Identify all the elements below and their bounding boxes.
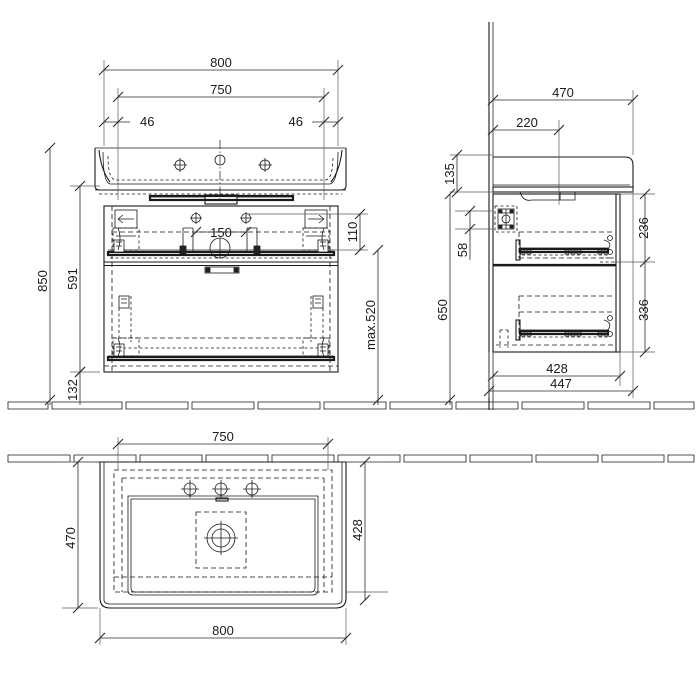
front-siphon-cutouts [179,227,261,259]
dim-label-428-side: 428 [546,361,568,376]
dim-label-800: 800 [210,55,232,70]
side-wall-bracket [494,205,518,233]
side-upper-runner [600,235,616,263]
front-tap-holes [173,140,272,200]
dim-front-132: 132 [65,366,86,405]
side-elevation-view: 470 220 135 58 [435,22,655,410]
plan-drain [195,511,247,569]
dim-label-236: 236 [636,217,651,239]
dim-front-150: 150 [190,225,252,240]
dim-label-135: 135 [442,163,457,185]
dim-front-110: 110 [246,208,368,256]
dim-front-850: 850 [35,142,56,406]
side-cabinet-body [492,193,621,353]
front-lower-drawer-front-mark [204,266,240,274]
front-lower-runner-right [302,295,330,357]
plan-tap-holes [181,480,261,498]
dim-label-800-plan: 800 [212,623,234,638]
dim-side-135: 135 [442,149,492,198]
dim-label-750: 750 [210,82,232,97]
dim-label-650: 650 [435,299,450,321]
side-lower-runner [603,315,613,337]
dim-label-220: 220 [516,115,538,130]
dim-label-150: 150 [210,225,232,240]
dim-side-470: 470 [487,85,639,155]
dim-label-850: 850 [35,270,50,292]
dim-front-750: 750 [112,82,330,200]
dim-label-470-side: 470 [552,85,574,100]
dim-side-220: 220 [487,115,565,205]
front-lower-drawer [106,266,336,362]
plan-bowl [127,495,319,596]
front-upper-runner-right [302,209,330,253]
front-cabinet-body [103,205,339,373]
dim-front-46-left: 46 [98,114,154,129]
dim-label-591: 591 [65,268,80,290]
dim-label-447: 447 [550,376,572,391]
dim-plan-750: 750 [112,429,334,470]
side-upper-drawer [515,231,616,263]
dim-label-428-plan: 428 [350,519,365,541]
front-upper-runner-left [112,209,140,253]
dim-plan-470: 470 [62,456,98,614]
dim-plan-428: 428 [346,456,388,606]
dim-front-46-right: 46 [289,114,344,129]
front-waste-plate [148,194,295,205]
plan-basin-outline [99,461,347,609]
plan-view: 750 800 470 428 [62,429,388,645]
dim-front-max520: max.520 [363,244,384,406]
dim-label-750-plan: 750 [212,429,234,444]
dim-label-110: 110 [345,222,360,243]
front-lower-runner-left [112,295,140,357]
dim-side-336: 336 [620,262,655,358]
dim-side-650: 650 [435,188,456,406]
dim-plan-800: 800 [94,608,352,645]
dim-label-470-plan: 470 [63,527,78,549]
dim-label-46-right: 46 [289,114,303,129]
side-lower-drawer [496,295,616,348]
front-upper-drawer [106,209,336,259]
dim-front-591: 591 [65,180,100,378]
plan-cabinet-dashed [113,469,333,593]
dim-label-46-left: 46 [140,114,154,129]
dim-label-132: 132 [65,379,80,401]
dim-side-236: 236 [614,188,655,268]
dim-side-428: 428 [487,352,626,386]
dim-label-max520: max.520 [363,300,378,350]
dim-label-336: 336 [636,299,651,321]
floor-line-upper [7,401,695,410]
dim-label-58: 58 [455,243,470,257]
front-elevation-view: 800 750 46 46 [35,55,384,406]
dim-front-800: 800 [98,55,344,146]
dim-side-447: 447 [483,190,639,398]
dim-side-58: 58 [455,205,492,260]
